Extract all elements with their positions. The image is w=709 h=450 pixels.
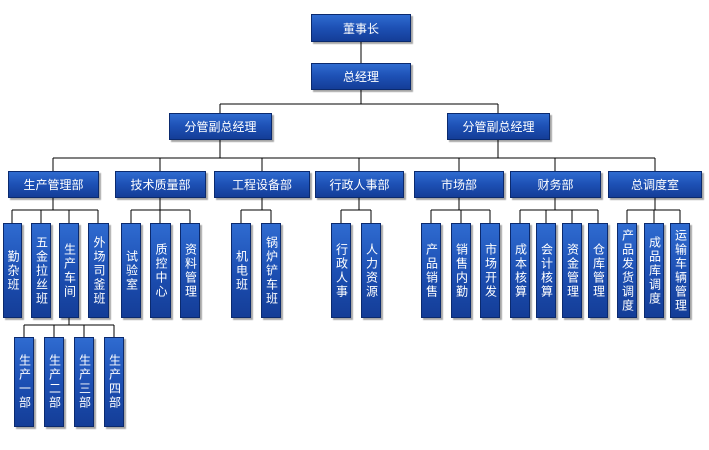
unit-human-resources: 人力资源 (361, 223, 381, 318)
unit-production-dept-1: 生产一部 (14, 337, 34, 427)
unit-documentation: 资料管理 (180, 223, 200, 318)
unit-boiler-forklift-team: 锅炉铲车班 (261, 223, 281, 318)
dept-admin-hr: 行政人事部 (315, 171, 404, 198)
unit-production-dept-2: 生产二部 (44, 337, 64, 427)
unit-market-development: 市场开发 (480, 223, 500, 318)
dept-tech-quality: 技术质量部 (115, 171, 206, 198)
dept-engineering: 工程设备部 (214, 171, 310, 198)
unit-admin-personnel: 行政人事 (331, 223, 351, 318)
unit-production-dept-3: 生产三部 (74, 337, 94, 427)
unit-odd-jobs-team: 勤杂班 (3, 223, 22, 318)
unit-laboratory: 试验室 (121, 223, 141, 318)
dept-market: 市场部 (414, 171, 504, 198)
unit-outdoor-kettle-team: 外场司釜班 (88, 223, 109, 318)
unit-cost-accounting: 成本核算 (510, 223, 530, 318)
unit-quality-control-center: 质控中心 (150, 223, 171, 318)
vp-left-box: 分管副总经理 (169, 113, 272, 140)
unit-vehicle-management: 运输车辆管理 (670, 223, 690, 318)
unit-shipment-dispatch: 产品发货调度 (617, 223, 637, 318)
vp-right-box: 分管副总经理 (447, 113, 550, 140)
unit-production-dept-4: 生产四部 (104, 337, 124, 427)
dept-production: 生产管理部 (8, 171, 99, 198)
general-manager-box: 总经理 (311, 63, 411, 90)
dept-dispatch: 总调度室 (608, 171, 702, 198)
unit-warehouse-management: 仓库管理 (588, 223, 608, 318)
unit-hardware-drawing-team: 五金拉丝班 (31, 223, 51, 318)
unit-product-sales: 产品销售 (421, 223, 441, 318)
unit-financial-accounting: 会计核算 (536, 223, 556, 318)
unit-sales-office: 销售内勤 (451, 223, 471, 318)
dept-finance: 财务部 (510, 171, 601, 198)
unit-finished-goods-dispatch: 成品库调度 (644, 223, 664, 318)
unit-fund-management: 资金管理 (562, 223, 582, 318)
unit-electromechanical-team: 机电班 (231, 223, 251, 318)
chairman-box: 董事长 (311, 14, 411, 42)
unit-production-workshop: 生产车间 (59, 223, 79, 318)
